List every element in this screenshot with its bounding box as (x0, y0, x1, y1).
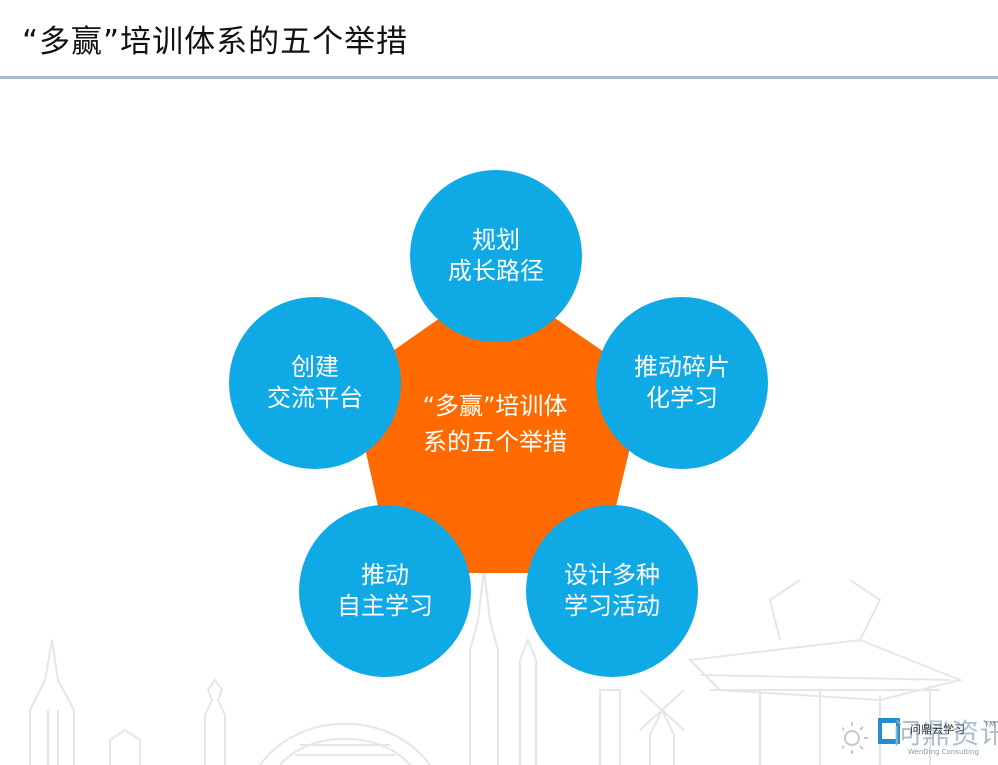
node-label-line2: 化学习 (646, 384, 718, 412)
node-label-line1: 规划 (472, 226, 520, 254)
center-label-line1: “多赢”培训体 (422, 392, 568, 420)
measure-node-fragmented-learning: 推动碎片 化学习 (596, 297, 768, 469)
title-divider (0, 76, 998, 79)
node-label-line2: 自主学习 (337, 592, 433, 620)
measure-node-self-learning: 推动 自主学习 (299, 505, 471, 677)
center-pentagon (350, 278, 646, 573)
node-label-line1: 创建 (291, 353, 339, 381)
center-label-line2: 系的五个举措 (423, 428, 567, 456)
node-label-line1: 设计多种 (564, 561, 660, 589)
node-label-line2: 交流平台 (267, 384, 363, 412)
company-name: 问鼎资讯 (893, 717, 998, 750)
trademark-mark: TM (984, 720, 996, 729)
node-label-line1: 推动 (361, 561, 409, 589)
measure-node-learning-activities: 设计多种 学习活动 (526, 505, 698, 677)
measure-node-exchange-platform: 创建 交流平台 (229, 297, 401, 469)
brand-slogan: 问鼎云学习 (910, 723, 965, 736)
page-title: “多赢”培训体系的五个举措 (22, 24, 409, 60)
company-logo (842, 718, 900, 754)
measure-node-growth-path: 规划 成长路径 (410, 170, 582, 342)
center-label: “多赢”培训体 系的五个举措 (390, 388, 600, 460)
company-name-en: WenDing Consulting (908, 748, 979, 756)
node-label-line2: 成长路径 (448, 257, 544, 285)
node-label-line2: 学习活动 (564, 592, 660, 620)
node-label-line1: 推动碎片 (634, 353, 730, 381)
